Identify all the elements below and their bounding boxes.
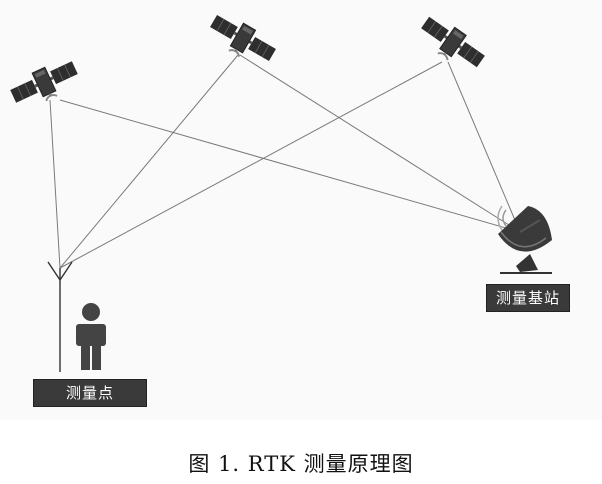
signal-line: [447, 61, 521, 233]
satellite-icon: [413, 10, 490, 78]
dish-antenna-icon: [497, 205, 552, 274]
signal-lines: [49, 54, 521, 269]
signal-line: [49, 99, 61, 269]
antenna-icon: [47, 261, 73, 372]
survey-point-label: 测量点: [33, 379, 147, 407]
satellite-icon: [6, 54, 84, 114]
satellite-icon: [203, 8, 280, 72]
signal-line: [59, 54, 239, 269]
person-icon: [76, 303, 106, 370]
signal-line: [239, 54, 521, 233]
signal-line: [59, 99, 521, 233]
figure-caption: 图 1. RTK 测量原理图: [188, 452, 414, 476]
signal-line: [59, 61, 443, 269]
base-station-label: 测量基站: [486, 284, 570, 312]
diagram-canvas: [6, 8, 552, 372]
rtk-diagram: 测量基站 测量点: [6, 8, 570, 407]
